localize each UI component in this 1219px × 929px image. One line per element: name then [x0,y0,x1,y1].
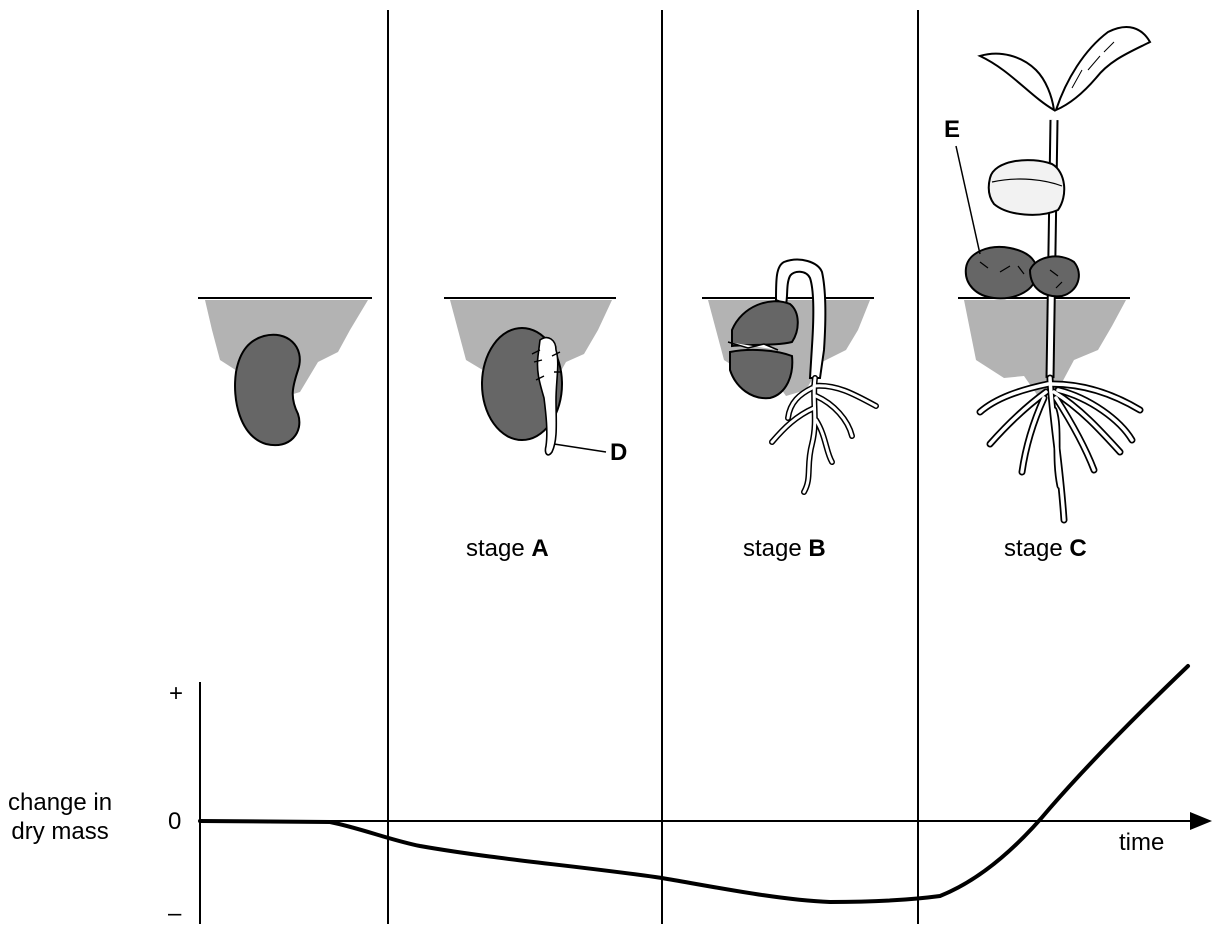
y-plus-label: + [169,682,183,706]
panel-seed [198,298,372,445]
cotyledon-icon [1030,256,1079,296]
stage-a-letter: A [531,535,548,562]
label-e-pointer [956,146,980,254]
label-d: D [610,441,627,465]
stage-c-prefix: stage [1004,535,1063,562]
stage-c-label: stage C [1004,537,1087,561]
x-axis-arrowhead [1190,812,1212,830]
stage-b-label: stage B [743,537,826,561]
label-e: E [944,118,960,142]
y-axis-title-line1: change in [8,788,112,817]
cotyledon-icon [966,247,1037,298]
stage-c-letter: C [1069,535,1086,562]
stage-dividers [388,10,918,924]
stage-a-label: stage A [466,537,549,561]
cotyledon-icon [730,350,792,398]
panel-stage-c [956,27,1150,520]
bean-seed-icon [235,335,300,445]
panel-stage-b [702,260,876,492]
y-axis-title-line2: dry mass [8,817,112,846]
y-zero-label: 0 [168,810,181,834]
leaf-icon [1056,27,1150,110]
y-axis-title: change in dry mass [8,788,112,846]
panel-stage-a [444,298,616,455]
y-minus-label: – [168,902,181,926]
cotyledon-icon [989,160,1064,215]
dry-mass-curve [200,666,1188,902]
label-d-pointer [554,444,606,452]
stage-b-letter: B [808,535,825,562]
stage-a-prefix: stage [466,535,525,562]
stage-b-prefix: stage [743,535,802,562]
x-axis-title: time [1119,831,1164,855]
leaf-icon [980,54,1054,110]
graph [200,666,1212,924]
